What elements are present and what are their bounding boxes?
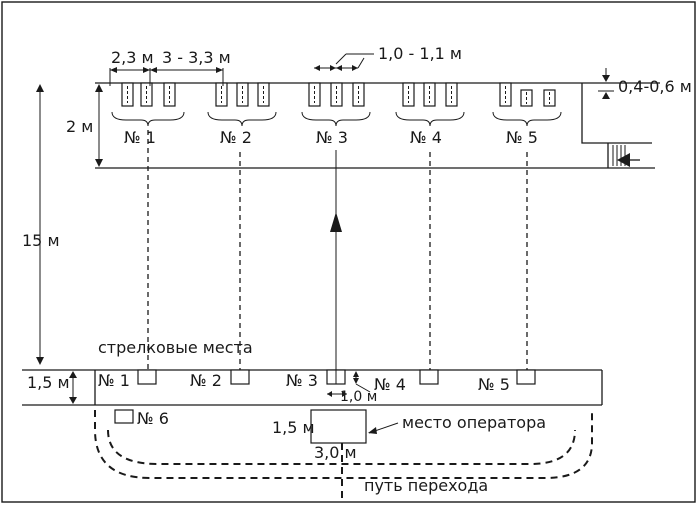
dimension-label: 2,3 м <box>111 48 154 67</box>
transit-path <box>94 410 593 500</box>
top-dimension <box>109 67 224 86</box>
sight-lines <box>147 130 528 370</box>
dimension-label: 3,0 м <box>314 443 357 462</box>
transit-path-label: путь перехода <box>364 476 488 495</box>
dimension-label: 1,5 м <box>27 373 70 392</box>
firing-point-label: № 4 <box>374 375 406 394</box>
target-group-label: № 2 <box>220 128 252 147</box>
firing-point-label: № 3 <box>286 371 318 390</box>
dimension-label: 0,4-0,6 м <box>618 77 692 96</box>
pointer-arrow-icon <box>368 427 377 434</box>
target-group-label: № 5 <box>506 128 538 147</box>
firing-point-label: № 5 <box>478 375 510 394</box>
position-dimension <box>327 371 371 397</box>
trench-depth-dimension <box>95 84 103 167</box>
operator-place <box>310 409 367 444</box>
firing-positions <box>114 369 536 424</box>
firing-point-label: № 1 <box>98 371 130 390</box>
target-group-label: № 4 <box>410 128 442 147</box>
dimension-label: 2 м <box>66 117 93 136</box>
firing-point-label: № 2 <box>190 371 222 390</box>
dimension-label: 1,0 - 1,1 м <box>378 44 462 63</box>
target-trench <box>95 82 660 169</box>
dimension-label: 3 - 3,3 м <box>162 48 231 67</box>
post-height-dimension <box>598 68 614 99</box>
firing-line <box>22 369 603 406</box>
range-dimension <box>36 84 44 365</box>
post-spacing-dimension <box>314 53 374 71</box>
dimension-label: 1,5 м <box>272 418 315 437</box>
dimension-label: 1,0 м <box>340 389 377 405</box>
target-group-label: № 1 <box>124 128 156 147</box>
group-braces <box>111 111 562 127</box>
dimension-label: 15 м <box>22 231 60 250</box>
target-posts <box>121 82 556 107</box>
firing-point-label: № 6 <box>137 409 169 428</box>
firing-depth-dimension <box>69 371 77 404</box>
exit-arrow-icon <box>617 153 630 167</box>
direction-arrow-icon <box>330 212 342 232</box>
target-group-label: № 3 <box>316 128 348 147</box>
operator-place-label: место оператора <box>402 413 546 432</box>
firing-positions-label: стрелковые места <box>98 338 253 357</box>
